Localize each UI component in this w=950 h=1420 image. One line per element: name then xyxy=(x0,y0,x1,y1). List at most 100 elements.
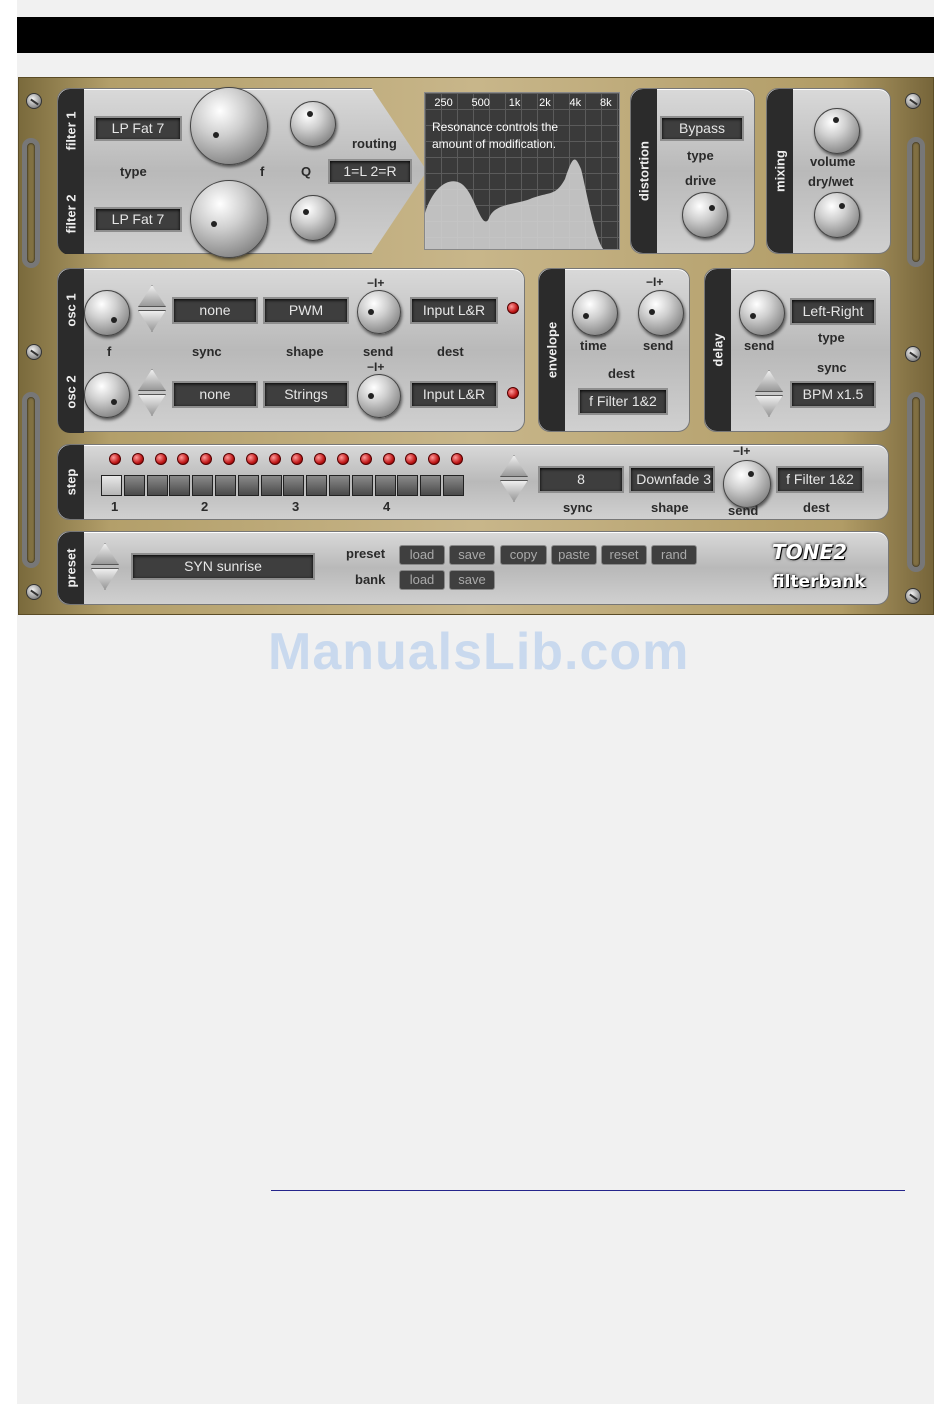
delay-send-knob[interactable] xyxy=(739,290,785,336)
osc2-dest-display[interactable]: Input L&R xyxy=(410,381,498,408)
preset-save-button[interactable]: save xyxy=(449,545,495,565)
drive-knob[interactable] xyxy=(682,192,728,238)
arrow-up-icon[interactable] xyxy=(138,285,166,307)
step-button[interactable] xyxy=(443,475,464,496)
osc1-stepper[interactable] xyxy=(138,285,166,335)
arrow-up-icon[interactable] xyxy=(91,543,119,565)
arrow-up-icon[interactable] xyxy=(500,455,528,477)
freq-tick: 8k xyxy=(599,97,612,109)
envelope-time-knob[interactable] xyxy=(572,290,618,336)
filter1-type-display[interactable]: LP Fat 7 xyxy=(94,116,182,141)
preset-copy-button[interactable]: copy xyxy=(500,545,547,565)
step-button[interactable] xyxy=(146,475,168,496)
arrow-down-icon[interactable] xyxy=(138,394,166,416)
step-button[interactable] xyxy=(101,475,122,496)
osc2-shape-display[interactable]: Strings xyxy=(263,381,349,408)
step-button[interactable] xyxy=(260,475,282,496)
drywet-knob[interactable] xyxy=(814,192,860,238)
filter2-type-display[interactable]: LP Fat 7 xyxy=(94,207,182,232)
step-button[interactable] xyxy=(351,475,373,496)
step-button[interactable] xyxy=(237,475,259,496)
rack-handle-left-bottom xyxy=(22,392,40,568)
step-send-knob[interactable] xyxy=(723,460,771,508)
watermark: ManualsLib.com xyxy=(268,623,690,681)
freq-tick: 4k xyxy=(569,97,582,109)
osc1-shape-display[interactable]: PWM xyxy=(263,297,349,324)
osc-send-label: send xyxy=(363,344,394,359)
preset-stepper[interactable] xyxy=(91,543,119,593)
freq-tick: 250 xyxy=(434,97,453,109)
arrow-down-icon[interactable] xyxy=(91,568,119,590)
osc1-frequency-knob[interactable] xyxy=(84,290,130,336)
arrow-up-icon[interactable] xyxy=(755,370,783,392)
step-stepper[interactable] xyxy=(500,455,528,505)
bank-save-button[interactable]: save xyxy=(449,570,495,590)
delay-type-display[interactable]: Left-Right xyxy=(790,298,876,325)
envelope-dest-display[interactable]: f Filter 1&2 xyxy=(578,388,668,415)
arrow-up-icon[interactable] xyxy=(138,369,166,391)
osc2-frequency-knob[interactable] xyxy=(84,372,130,418)
osc2-send-knob[interactable] xyxy=(357,374,401,418)
osc-f-label: f xyxy=(107,344,112,359)
step-shape-label: shape xyxy=(651,500,689,515)
bank-load-button[interactable]: load xyxy=(399,570,445,590)
step-sync-display[interactable]: 8 xyxy=(538,466,624,493)
delay-send-label: send xyxy=(744,338,775,353)
step-send-range: −I+ xyxy=(733,444,751,458)
delay-type-label: type xyxy=(818,330,845,345)
step-dest-display[interactable]: f Filter 1&2 xyxy=(776,466,864,493)
envelope-dest-label: dest xyxy=(608,366,635,381)
filter1-title: filter 1 xyxy=(63,110,79,151)
distortion-type-display[interactable]: Bypass xyxy=(660,116,744,141)
rack-handle-right-top xyxy=(907,137,925,267)
osc1-sync-display[interactable]: none xyxy=(172,297,258,324)
freq-tick: 1k xyxy=(508,97,521,109)
arrow-down-icon[interactable] xyxy=(500,480,528,502)
osc2-stepper[interactable] xyxy=(138,369,166,419)
delay-sync-stepper[interactable] xyxy=(755,370,783,420)
osc1-send-range: −I+ xyxy=(367,276,385,290)
step-button[interactable] xyxy=(283,475,305,496)
osc1-send-knob[interactable] xyxy=(357,290,401,334)
step-led xyxy=(359,453,372,465)
step-button[interactable] xyxy=(169,475,191,496)
step-button[interactable] xyxy=(420,475,442,496)
osc1-dest-display[interactable]: Input L&R xyxy=(410,297,498,324)
arrow-down-icon[interactable] xyxy=(755,395,783,417)
step-button[interactable] xyxy=(215,475,236,496)
filterbank-logo: filterbank xyxy=(772,572,866,592)
step-button[interactable] xyxy=(306,475,328,496)
page-header-bar xyxy=(17,17,934,53)
step-button[interactable] xyxy=(123,475,145,496)
preset-reset-button[interactable]: reset xyxy=(601,545,647,565)
filter1-frequency-knob[interactable] xyxy=(190,87,268,165)
step-button[interactable] xyxy=(397,475,419,496)
step-led xyxy=(109,453,121,465)
preset-row-label: preset xyxy=(346,546,386,561)
preset-rand-button[interactable]: rand xyxy=(651,545,697,565)
filter1-q-knob[interactable] xyxy=(290,101,336,147)
step-button[interactable] xyxy=(192,475,214,496)
screw-icon xyxy=(26,584,42,600)
step-button[interactable] xyxy=(374,475,396,496)
beat-number: 1 xyxy=(111,499,119,514)
arrow-down-icon[interactable] xyxy=(138,310,166,332)
help-text: Resonance controls the amount of modific… xyxy=(432,120,559,151)
step-button[interactable] xyxy=(329,475,350,496)
step-led xyxy=(314,453,327,465)
filter2-q-knob[interactable] xyxy=(290,195,336,241)
step-shape-display[interactable]: Downfade 3 xyxy=(629,466,715,493)
preset-paste-button[interactable]: paste xyxy=(551,545,597,565)
volume-knob[interactable] xyxy=(814,108,860,154)
envelope-send-knob[interactable] xyxy=(638,290,684,336)
preset-load-button[interactable]: load xyxy=(399,545,445,565)
filter2-frequency-knob[interactable] xyxy=(190,180,268,258)
distortion-drive-label: drive xyxy=(685,173,717,188)
mixing-title: mixing xyxy=(772,150,788,192)
screw-icon xyxy=(26,344,42,360)
freq-tick: 2k xyxy=(539,97,551,109)
osc2-sync-display[interactable]: none xyxy=(172,381,258,408)
delay-sync-display[interactable]: BPM x1.5 xyxy=(790,381,876,408)
preset-name-display[interactable]: SYN sunrise xyxy=(131,553,315,580)
routing-display[interactable]: 1=L 2=R xyxy=(328,159,412,184)
